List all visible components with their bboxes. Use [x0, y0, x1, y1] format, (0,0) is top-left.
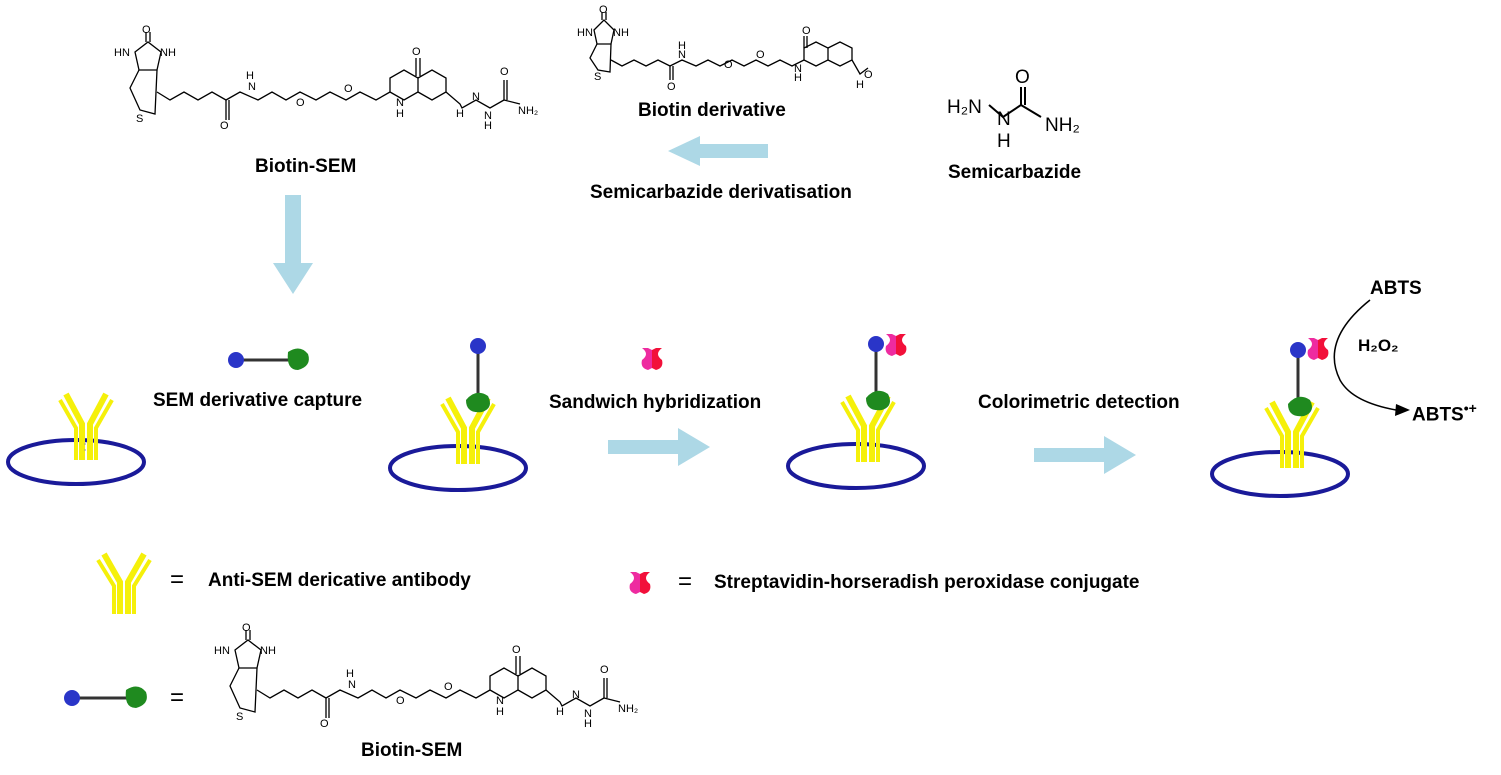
- svg-text:S: S: [136, 113, 143, 125]
- biotin-sem-structure-top: O HN NH S O N H O O N H O H N N H O NH₂: [114, 24, 538, 132]
- svg-text:O: O: [802, 25, 811, 37]
- label-semicarbazide: Semicarbazide: [948, 162, 1082, 183]
- svg-text:N: N: [348, 679, 356, 691]
- arrow-right-1: [608, 428, 710, 466]
- step1-well: [6, 392, 146, 486]
- biotin-sem-structure-bottom: O HN NH S O N H O O N H O H N N H O NH₂: [214, 622, 638, 730]
- svg-text:NH₂: NH₂: [1045, 115, 1080, 136]
- svg-text:H: H: [396, 108, 404, 120]
- svg-text:O: O: [396, 695, 405, 707]
- arrow-right-2: [1034, 436, 1136, 474]
- abts-radical-sup: •+: [1463, 400, 1477, 416]
- svg-text:O: O: [512, 644, 521, 656]
- svg-text:O: O: [600, 664, 609, 676]
- legend-streptavidin-icon: [629, 572, 651, 594]
- svg-text:NH: NH: [613, 27, 629, 39]
- label-biotin-sem-bottom: Biotin-SEM: [361, 740, 463, 761]
- svg-text:N: N: [472, 91, 480, 103]
- svg-text:H: H: [496, 706, 504, 718]
- svg-text:O: O: [220, 120, 229, 132]
- svg-text:O: O: [599, 4, 608, 16]
- svg-text:N: N: [484, 110, 492, 122]
- svg-text:NH₂: NH₂: [518, 105, 538, 117]
- label-sem-derivative-capture: SEM derivative capture: [153, 390, 363, 411]
- svg-text:O: O: [444, 681, 453, 693]
- svg-text:S: S: [594, 71, 601, 83]
- svg-text:HN: HN: [114, 47, 130, 59]
- svg-text:N: N: [572, 689, 580, 701]
- biotin-sem-probe: [228, 348, 309, 370]
- label-sandwich-hybridization: Sandwich hybridization: [549, 392, 762, 413]
- svg-text:N: N: [396, 97, 404, 109]
- svg-text:N: N: [678, 49, 686, 61]
- label-abts-radical: ABTS•+: [1412, 400, 1477, 426]
- label-semicarbazide-derivatisation: Semicarbazide derivatisation: [590, 182, 852, 203]
- svg-text:S: S: [236, 711, 243, 723]
- svg-text:H: H: [246, 70, 254, 82]
- svg-text:H: H: [794, 72, 802, 84]
- svg-text:N: N: [794, 63, 802, 75]
- svg-text:N: N: [997, 109, 1011, 130]
- step2-well: [388, 338, 528, 492]
- svg-text:O: O: [667, 81, 676, 93]
- biotin-dot: [228, 352, 244, 368]
- svg-text:O: O: [724, 59, 733, 71]
- svg-text:O: O: [142, 24, 151, 36]
- semicarbazide-structure: H₂N N H O NH₂: [947, 67, 1080, 152]
- svg-text:H: H: [456, 108, 464, 120]
- svg-text:O: O: [864, 69, 873, 81]
- legend-streptavidin-label: Streptavidin-horseradish peroxidase conj…: [714, 572, 1140, 593]
- legend-probe-icon: [64, 686, 147, 708]
- antibody: [58, 392, 114, 460]
- svg-text:NH: NH: [260, 645, 276, 657]
- svg-text:NH₂: NH₂: [618, 703, 638, 715]
- legend-equals-probe: =: [170, 684, 185, 711]
- label-h2o2: H₂O₂: [1358, 336, 1399, 355]
- svg-text:N: N: [496, 695, 504, 707]
- svg-text:HN: HN: [577, 27, 593, 39]
- svg-text:HN: HN: [214, 645, 230, 657]
- svg-text:H: H: [346, 668, 354, 680]
- svg-text:H: H: [484, 120, 492, 132]
- svg-text:O: O: [412, 46, 421, 58]
- legend-antibody-label: Anti-SEM dericative antibody: [208, 570, 471, 591]
- svg-text:H: H: [556, 706, 564, 718]
- biotin-derivative-structure: O HN NH S O N H O O N H O O H: [577, 4, 873, 93]
- legend-equals-streptavidin: =: [678, 568, 693, 595]
- step4-well: [1210, 338, 1350, 498]
- svg-text:H₂N: H₂N: [947, 97, 982, 118]
- svg-text:O: O: [344, 83, 353, 95]
- sem-blob: [287, 348, 309, 370]
- svg-text:O: O: [320, 718, 329, 730]
- label-abts: ABTS: [1370, 278, 1422, 299]
- svg-text:H: H: [997, 131, 1011, 152]
- svg-text:H: H: [856, 79, 864, 91]
- svg-text:H: H: [678, 40, 686, 52]
- step3-well: [786, 334, 926, 490]
- svg-text:O: O: [756, 49, 765, 61]
- legend-antibody-icon: [96, 552, 152, 614]
- svg-text:O: O: [1015, 67, 1030, 88]
- svg-text:O: O: [296, 97, 305, 109]
- label-biotin-derivative: Biotin derivative: [638, 100, 786, 121]
- svg-text:N: N: [584, 708, 592, 720]
- abts-radical-text: ABTS: [1412, 404, 1464, 426]
- arrow-down: [273, 195, 313, 294]
- svg-text:O: O: [242, 622, 251, 634]
- svg-text:N: N: [248, 81, 256, 93]
- label-biotin-sem-top: Biotin-SEM: [255, 156, 357, 177]
- svg-text:NH: NH: [160, 47, 176, 59]
- svg-text:O: O: [500, 66, 509, 78]
- legend-equals-antibody: =: [170, 566, 185, 593]
- arrow-derivatisation-left: [668, 136, 768, 166]
- label-colorimetric-detection: Colorimetric detection: [978, 392, 1180, 413]
- abts-reaction-arrow: [1333, 299, 1410, 416]
- svg-text:H: H: [584, 718, 592, 730]
- streptavidin-icon: [641, 348, 663, 370]
